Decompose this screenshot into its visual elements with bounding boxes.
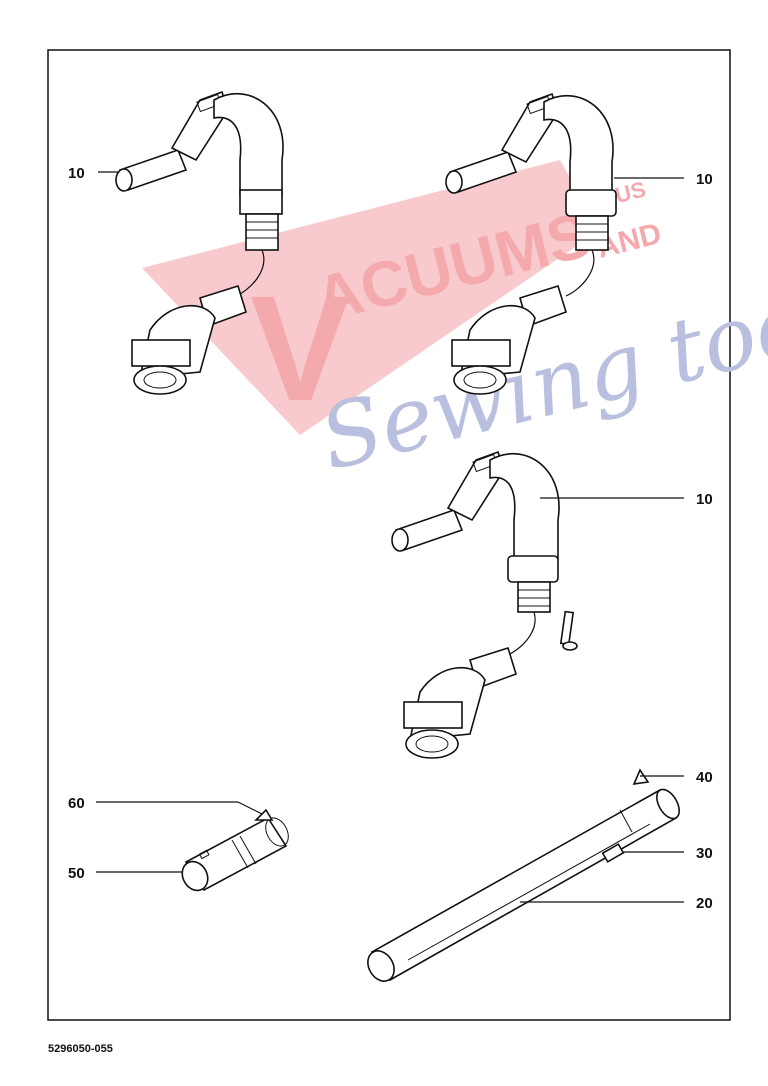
hose-a-threads — [245, 213, 279, 251]
callout-part-20: 20 — [696, 895, 713, 912]
hose-b-threads — [575, 215, 609, 251]
hose-c-threads — [517, 581, 551, 613]
callout-hose-c: 10 — [696, 491, 713, 508]
handle-tube-assembly: 60 50 — [68, 795, 289, 892]
extension-wand-assembly: 40 30 20 — [367, 768, 713, 982]
watermark-v-letter: V — [250, 264, 350, 432]
hose-assembly-a: 10 — [68, 90, 284, 395]
callout-part-30: 30 — [696, 845, 713, 862]
hose-assembly-b: 10 — [445, 92, 713, 395]
diagram-frame — [47, 49, 731, 1021]
callout-part-60: 60 — [68, 795, 85, 812]
callout-part-40: 40 — [696, 769, 713, 786]
hose-assembly-c: 10 — [391, 450, 713, 759]
callout-hose-b: 10 — [696, 171, 713, 188]
document-number: 5296050-055 — [48, 1043, 113, 1055]
watermark: V ACUUMS PLUS AND Sewing too — [142, 160, 768, 490]
watermark-v-shape — [142, 160, 600, 435]
screw-icon — [559, 610, 578, 651]
callout-hose-a: 10 — [68, 165, 85, 182]
callout-part-50: 50 — [68, 865, 85, 882]
